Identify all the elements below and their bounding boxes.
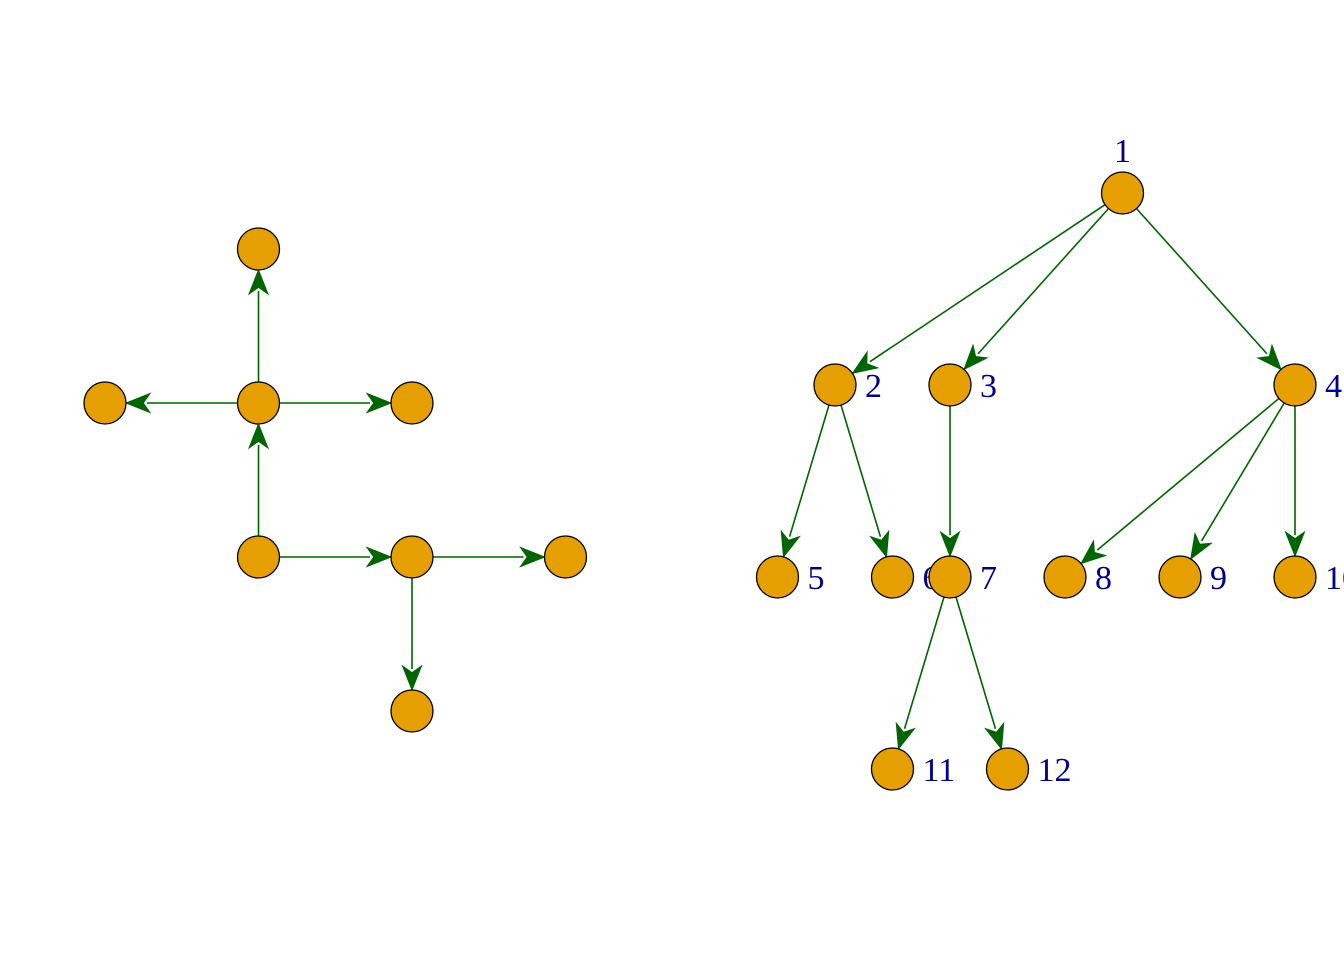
arrowhead-7-12 (984, 721, 1005, 751)
arrowhead-4-10 (1284, 530, 1306, 558)
arrowhead-f-h (401, 664, 423, 692)
arrowhead-c-b (124, 392, 152, 414)
node-7 (928, 555, 972, 599)
arrowhead-4-9 (1190, 531, 1213, 561)
node-label-4: 4 (1325, 368, 1342, 405)
node-2 (813, 363, 857, 407)
edge-7-11 (903, 596, 945, 729)
node-label-12: 12 (1038, 752, 1072, 789)
node-e (236, 535, 281, 579)
edge-1-4 (1135, 208, 1268, 355)
arrowhead-f-g (519, 546, 546, 568)
node-10 (1273, 555, 1317, 599)
node-h (390, 689, 434, 733)
node-label-7: 7 (980, 560, 997, 597)
node-11 (870, 747, 915, 791)
node-label-8: 8 (1095, 560, 1112, 597)
node-3 (928, 363, 972, 407)
node-6 (870, 555, 915, 599)
arrowhead-1-4 (1256, 343, 1282, 371)
arrowhead-2-6 (869, 529, 890, 559)
arrowhead-e-f (365, 546, 393, 568)
node-1 (1100, 171, 1145, 215)
arrowhead-1-2 (851, 350, 880, 375)
arrowhead-e-c (247, 422, 270, 450)
node-f (390, 535, 434, 579)
edge-7-12 (955, 596, 997, 729)
node-label-11: 11 (923, 752, 956, 789)
node-label-3: 3 (980, 368, 997, 405)
node-label-2: 2 (865, 368, 882, 405)
tree-graph: 123456789101112 (755, 133, 1344, 791)
node-label-9: 9 (1210, 560, 1227, 597)
arrowhead-c-d (365, 392, 393, 414)
node-5 (755, 555, 800, 599)
arrowhead-7-11 (895, 721, 916, 751)
node-8 (1043, 555, 1087, 599)
arrowhead-c-a (247, 268, 270, 296)
node-label-5: 5 (808, 560, 825, 597)
arrowhead-1-3 (963, 343, 989, 371)
node-9 (1158, 555, 1202, 599)
arrowhead-3-7 (939, 530, 961, 558)
arrowhead-4-8 (1080, 539, 1108, 565)
node-a (236, 227, 281, 271)
edge-2-6 (840, 404, 882, 537)
node-label-1: 1 (1114, 133, 1131, 170)
unlabeled-graph (83, 227, 588, 733)
edge-1-2 (869, 203, 1106, 363)
node-g (543, 535, 588, 579)
node-12 (985, 747, 1030, 791)
node-label-10: 10 (1325, 560, 1344, 597)
edge-4-8 (1096, 397, 1280, 551)
node-c (236, 381, 281, 425)
node-4 (1273, 363, 1317, 407)
edge-4-9 (1200, 402, 1285, 542)
edge-2-5 (788, 404, 830, 537)
node-d (390, 381, 434, 425)
node-b (83, 381, 127, 425)
edge-1-3 (977, 208, 1110, 355)
arrowhead-2-5 (780, 529, 801, 559)
